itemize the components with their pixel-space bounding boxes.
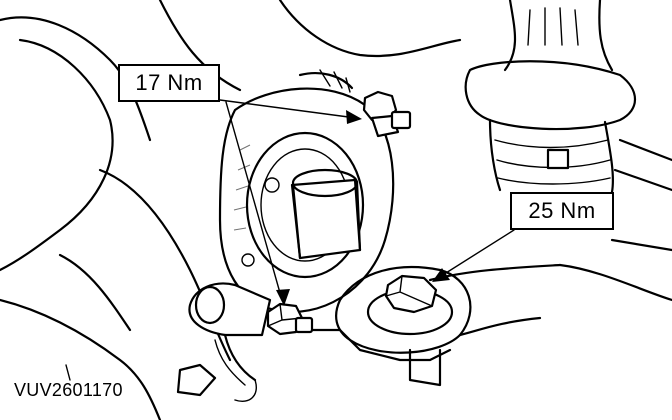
bolt-25nm — [298, 266, 542, 387]
torque-callout-25nm: 25 Nm — [510, 192, 614, 230]
boot-and-strut — [428, 0, 672, 302]
bearing-flange — [218, 69, 395, 313]
bolt-17nm-upper — [362, 90, 412, 138]
wheel-speed-sensor — [176, 282, 272, 402]
housing-outline — [0, 0, 462, 420]
figure-reference-code: VUV2601170 — [14, 380, 123, 400]
torque-callout-17nm: 17 Nm — [118, 64, 220, 102]
bolt-17nm-lower — [266, 302, 314, 336]
leader-arrows — [219, 99, 515, 306]
reference-leader — [65, 364, 71, 381]
